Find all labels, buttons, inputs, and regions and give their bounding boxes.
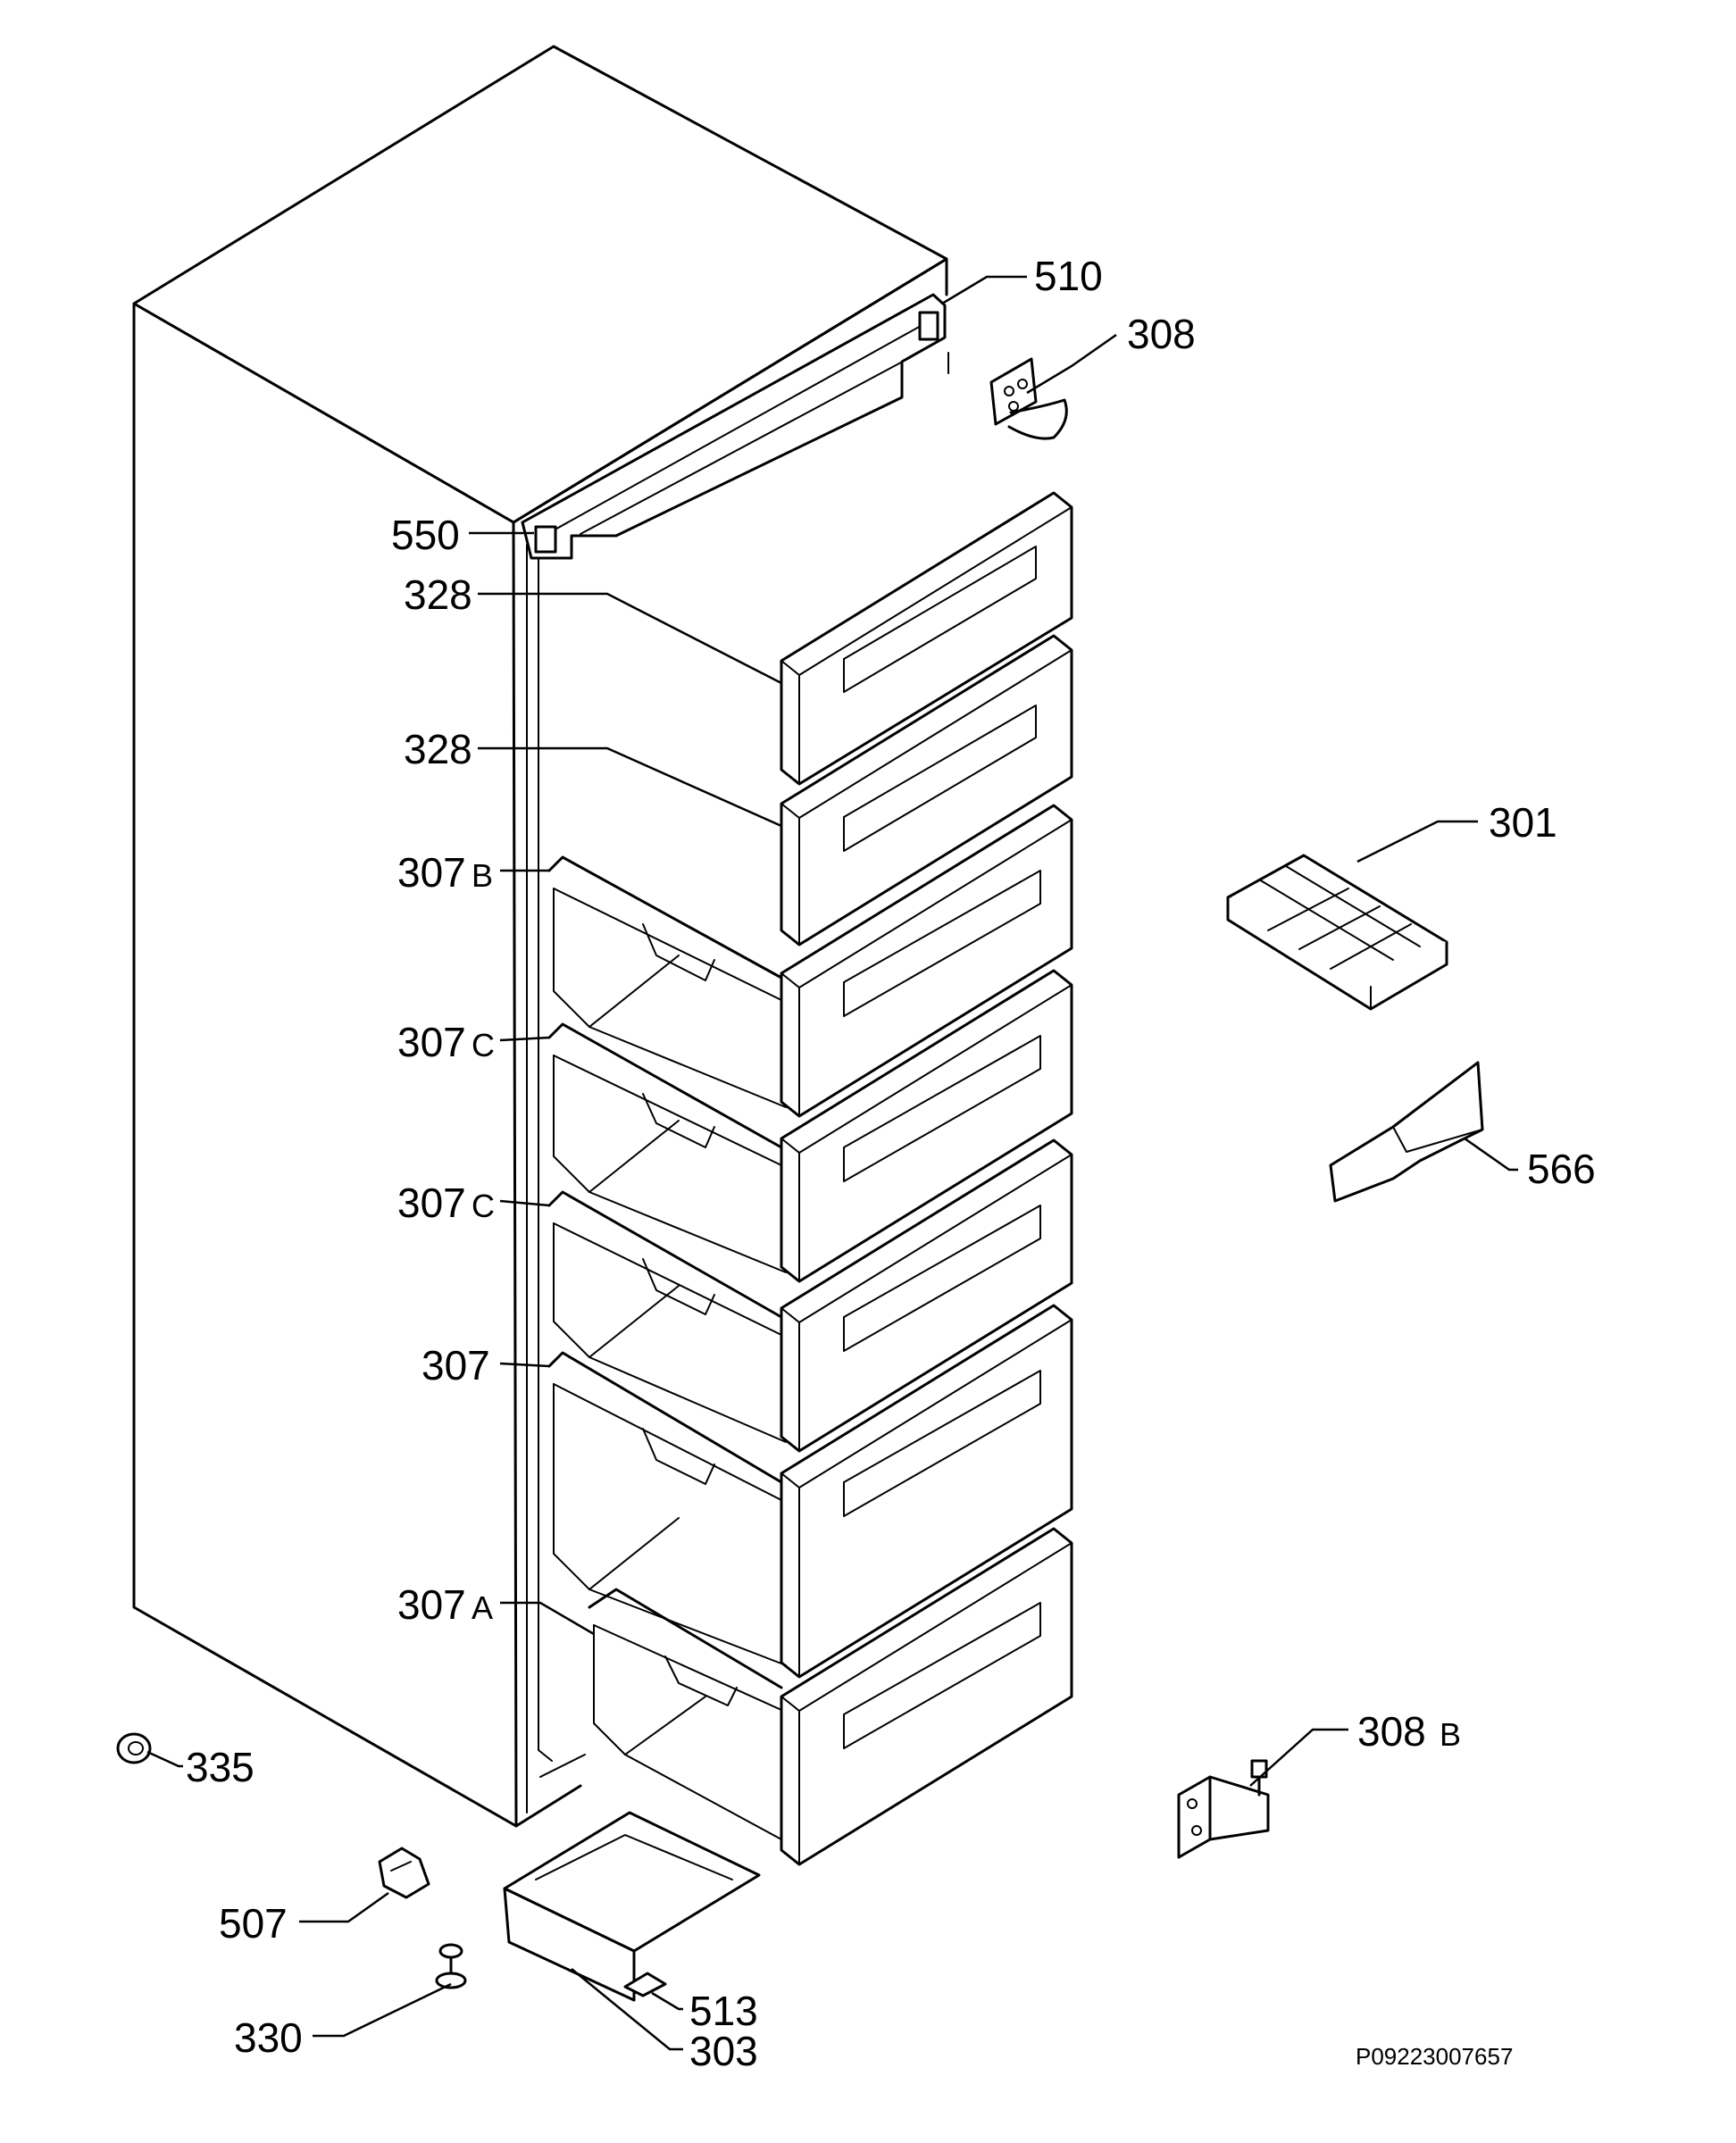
drawer-front-3 <box>780 1138 1073 1453</box>
foot-335-part <box>116 1732 152 1764</box>
callout-550: 550 <box>391 512 460 558</box>
callout-307c-lower-suffix: C <box>472 1188 495 1224</box>
callout-303: 303 <box>689 2028 758 2074</box>
callout-308b-suffix: B <box>1440 1716 1461 1753</box>
drawer-basket-307-large <box>547 1351 787 1666</box>
clip-507-part <box>378 1847 430 1899</box>
drawer-basket-307c-lower <box>547 1190 787 1443</box>
freezer-cabinet <box>132 45 948 1828</box>
callout-307c-lower: 307 <box>397 1180 466 1226</box>
drawer-front-1 <box>780 804 1073 1118</box>
callout-308b: 308 <box>1357 1708 1426 1755</box>
adjustable-foot-330-part <box>435 1943 467 1989</box>
flap-328-upper-part <box>780 491 1073 786</box>
callout-507: 507 <box>219 1900 288 1947</box>
callout-307b-suffix: B <box>472 857 493 894</box>
callout-307a-suffix: A <box>472 1589 493 1626</box>
drawer-basket-307a <box>588 1588 783 1840</box>
drawer-front-5 <box>780 1527 1073 1866</box>
callout-307c-upper: 307 <box>397 1019 466 1065</box>
callout-307: 307 <box>421 1342 490 1388</box>
drawer-front-2 <box>780 969 1073 1283</box>
callout-307c-upper-suffix: C <box>472 1027 495 1063</box>
plinth-303-part <box>503 1811 761 2002</box>
callout-307b: 307 <box>397 849 466 896</box>
drawer-basket-307c-upper <box>547 1022 787 1273</box>
callout-566: 566 <box>1527 1146 1596 1192</box>
callout-301: 301 <box>1489 799 1557 846</box>
callout-330: 330 <box>234 2014 303 2061</box>
callout-328-upper: 328 <box>404 571 472 618</box>
callout-510: 510 <box>1034 253 1103 299</box>
callout-307a: 307 <box>397 1581 466 1628</box>
top-trim-part <box>521 293 949 560</box>
reference-code: P09223007657 <box>1356 2043 1513 2070</box>
callout-513: 513 <box>689 1988 758 2034</box>
callout-labels: 510 308 550 328 328 301 307 B 307 C 566 … <box>186 253 1596 2074</box>
ice-cube-tray-part <box>1226 854 1448 1011</box>
flap-328-lower-part <box>780 634 1073 946</box>
callout-308: 308 <box>1127 311 1196 357</box>
callout-328-lower: 328 <box>404 726 472 772</box>
drawer-basket-307b <box>547 855 787 1108</box>
hinge-308b-part <box>1177 1759 1270 1859</box>
leader-lines <box>146 275 1518 2051</box>
ice-scraper-part <box>1329 1061 1484 1203</box>
hinge-308-part <box>989 357 1068 440</box>
callout-335: 335 <box>186 1744 255 1790</box>
